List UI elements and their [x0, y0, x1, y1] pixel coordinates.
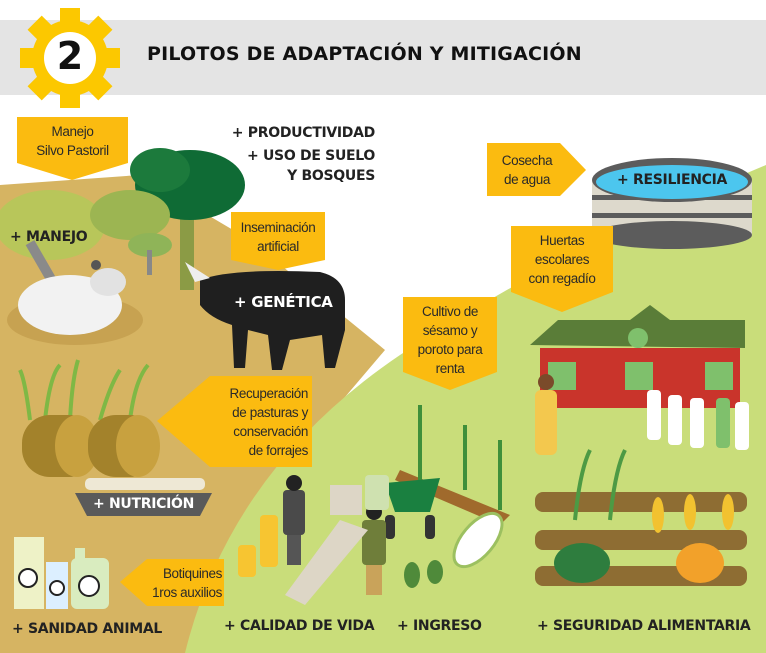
students-icon: [535, 374, 749, 455]
school-house-icon: [530, 305, 745, 408]
callout-line: de agua: [503, 171, 550, 187]
callout-line: Manejo: [51, 124, 94, 139]
benefit-uso-suelo: + USO DE SUELO: [246, 148, 375, 164]
callout-line: con regadío: [528, 270, 596, 286]
callout-cosecha-shape: [487, 143, 586, 196]
pumpkin-icon: [676, 543, 724, 583]
callout-line: renta: [435, 361, 465, 376]
callout-line: Silvo Pastoril: [36, 143, 109, 158]
black-bull-icon: [185, 262, 345, 370]
callout-huertas: Huertas escolares con regadío: [511, 228, 613, 290]
callout-inseminacion: Inseminación artificial: [231, 214, 325, 260]
white-cow-icon: [7, 260, 143, 345]
corn-icon: [652, 494, 734, 533]
callout-botiquines: Botiquines 1ros auxilios: [140, 559, 224, 606]
callout-line: escolares: [534, 251, 590, 267]
benefit-nutricion: + NUTRICIÓN: [93, 496, 195, 512]
tree-icon: [0, 190, 170, 285]
callout-line: de pasturas y: [232, 404, 308, 420]
callout-cultivo-shape: [403, 297, 497, 390]
benefit-bosques: Y BOSQUES: [287, 168, 375, 184]
medicine-kit-icon: [14, 537, 109, 609]
callout-line: 1ros auxilios: [152, 584, 222, 600]
callout-line: Botiquines: [162, 565, 222, 581]
seed-machine-icon: [285, 485, 368, 605]
benefit-seguridad-alimentaria: + SEGURIDAD ALIMENTARIA: [537, 618, 751, 634]
sesame-plant-icon: [418, 405, 502, 510]
callout-line: Cultivo de: [421, 304, 479, 319]
wheelbarrow-icon: [385, 478, 440, 539]
callout-line: Inseminación: [240, 220, 316, 235]
beans-icon: [404, 560, 443, 588]
callout-line: sésamo y: [422, 323, 478, 338]
callout-line: Recuperación: [229, 385, 308, 401]
callout-inseminacion-shape: [231, 212, 325, 270]
benefit-productividad: + PRODUCTIVIDAD: [231, 125, 376, 141]
callout-cosecha-agua: Cosecha de agua: [487, 143, 567, 196]
callout-silvopastoril-shape: [17, 117, 128, 180]
callout-line: de forrajes: [248, 442, 309, 458]
hay-bale-icon: [22, 415, 160, 477]
farmer-icon: [362, 475, 389, 595]
callout-pasturas: Recuperación de pasturas y conservación de …: [200, 376, 312, 467]
seed-pod-icon: [452, 511, 504, 569]
benefit-manejo: + MANEJO: [10, 229, 88, 245]
step-number: 2: [56, 34, 84, 78]
nutricion-banner: [75, 493, 212, 516]
benefit-ingreso: + INGRESO: [397, 618, 482, 634]
coins-icon: [238, 515, 278, 577]
benefit-calidad-vida: + CALIDAD DE VIDA: [224, 618, 375, 634]
benefit-sanidad-animal: + SANIDAD ANIMAL: [12, 621, 163, 637]
callout-line: Cosecha: [501, 152, 553, 168]
tree-icon: [130, 148, 245, 290]
page-title: PILOTOS DE ADAPTACIÓN Y MITIGACIÓN: [147, 43, 582, 65]
tree-icon: [128, 233, 172, 275]
callout-huertas-shape: [511, 226, 613, 312]
benefit-genetica: + GENÉTICA: [234, 293, 333, 311]
feed-pellets-icon: [85, 478, 205, 490]
callout-line: artificial: [257, 239, 299, 254]
vine-plants-icon: [573, 449, 627, 521]
callout-botiquines-shape: [120, 559, 224, 606]
water-tank-icon: [592, 158, 752, 249]
header-band: [0, 20, 766, 95]
businessman-icon: [283, 475, 305, 565]
watermelon-icon: [554, 543, 610, 583]
grass-icon: [18, 359, 150, 421]
callout-line: Huertas: [539, 232, 585, 248]
gear-icon: [20, 8, 120, 108]
callout-cultivo: Cultivo de sésamo y poroto para renta: [403, 300, 497, 380]
callout-line: poroto para: [417, 342, 483, 357]
benefit-resiliencia: + RESILIENCIA: [617, 172, 728, 188]
callout-pasturas-shape: [157, 376, 312, 467]
callout-line: conservación: [233, 423, 308, 439]
